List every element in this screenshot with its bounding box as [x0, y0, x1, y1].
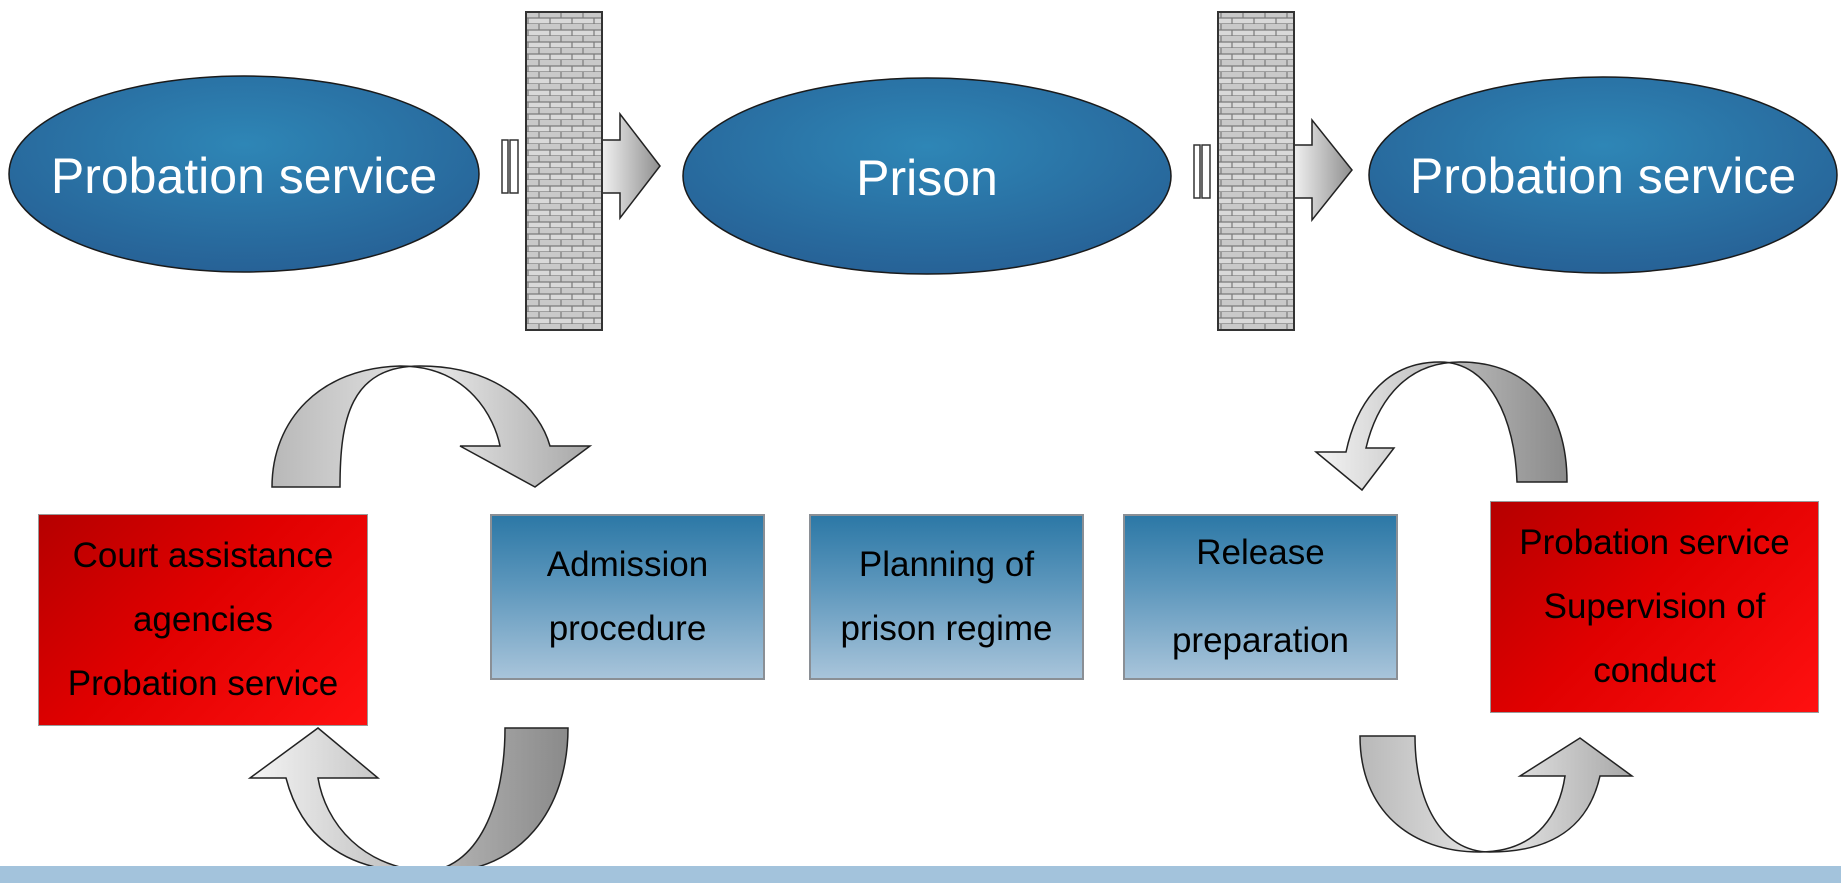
box-supervision-line-1: Probation service: [1519, 523, 1790, 562]
brick-wall-2: [1217, 11, 1295, 331]
curved-arrow-top-left: [271, 365, 593, 488]
box-release: Release preparation: [1123, 514, 1398, 680]
box-release-line-2: preparation: [1171, 621, 1350, 660]
box-planning-line-2: prison regime: [840, 609, 1053, 648]
box-admission-line-2: procedure: [548, 609, 707, 648]
box-court-assistance-line-3: Probation service: [67, 664, 339, 703]
box-court-assistance-line-2: agencies: [132, 600, 274, 639]
box-release-line-1: Release: [1196, 533, 1325, 572]
box-court-assistance-line-1: Court assistance: [72, 536, 334, 575]
curved-arrow-top-right: [1313, 361, 1568, 492]
box-supervision-line-3: conduct: [1593, 651, 1716, 690]
box-admission: Admission procedure: [490, 514, 765, 680]
stage-label-prison: Prison: [856, 150, 998, 206]
box-supervision: Probation service Supervision of conduct: [1490, 501, 1819, 713]
brick-wall-1: [525, 11, 603, 331]
stage-ellipse-probation-end: [1368, 76, 1838, 274]
stage-label-probation-end: Probation service: [1409, 148, 1797, 204]
wall-arrow-2: [1193, 11, 1353, 331]
box-supervision-line-2: Supervision of: [1543, 587, 1766, 626]
footer-bar: [0, 866, 1841, 883]
wall-arrow-1: [501, 11, 661, 331]
box-planning-line-1: Planning of: [858, 545, 1035, 584]
stage-ellipse-probation-start: [8, 75, 480, 273]
curved-arrow-bottom-right: [1359, 735, 1635, 853]
box-planning: Planning of prison regime: [809, 514, 1084, 680]
stage-ellipse-prison: [682, 77, 1172, 275]
box-court-assistance: Court assistance agencies Probation serv…: [38, 514, 368, 726]
curved-arrow-bottom-left: [247, 727, 569, 873]
box-admission-line-1: Admission: [546, 545, 709, 584]
stage-label-probation-start: Probation service: [50, 148, 438, 204]
